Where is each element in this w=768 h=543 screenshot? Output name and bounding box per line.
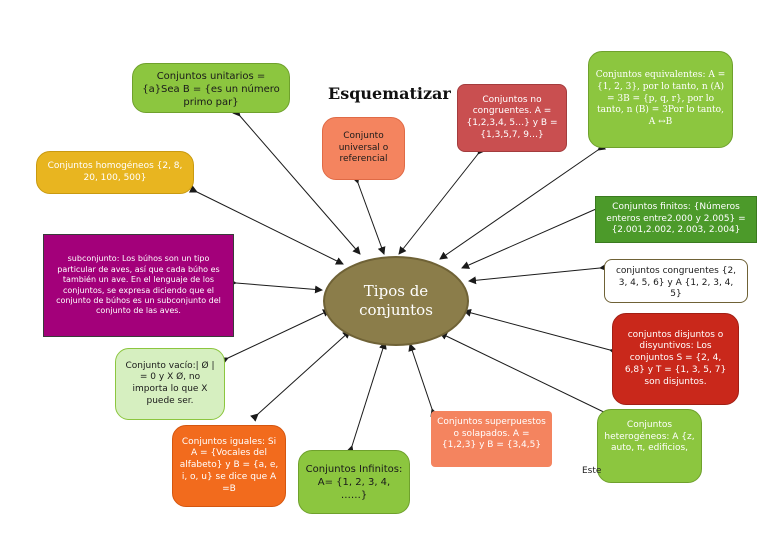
node-homogeneos: Conjuntos homogéneos {2, 8, 20, 100, 500… xyxy=(36,151,194,194)
node-universal-text: Conjunto universal o referencial xyxy=(338,130,389,165)
arrow-universal xyxy=(351,175,386,255)
node-unitarios-text: Conjuntos unitarios = {a}Sea B = {es un … xyxy=(142,71,280,108)
arrow-subconjunto xyxy=(228,278,323,294)
node-no-congruentes: Conjuntos no congruentes. A = {1,2,3,4, … xyxy=(457,84,567,152)
central-node-label: Tipos de conjuntos xyxy=(359,281,433,320)
node-solapados-text: Conjuntos superpuestos o solapados. A = … xyxy=(437,417,546,451)
arrow-no-congruentes xyxy=(398,146,486,255)
arrow-infinitos xyxy=(346,341,387,454)
arrow-solapados xyxy=(408,343,439,417)
node-subconjunto-text: subconjunto: Los búhos son un tipo parti… xyxy=(56,254,221,316)
node-unitarios: Conjuntos unitarios = {a}Sea B = {es un … xyxy=(132,63,290,113)
stray-text: Este xyxy=(582,466,602,476)
node-solapados: Conjuntos superpuestos o solapados. A = … xyxy=(431,411,552,467)
node-equivalentes-text: Conjuntos equivalentes: A = {1, 2, 3}, p… xyxy=(595,70,726,128)
node-equivalentes: Conjuntos equivalentes: A = {1, 2, 3}, p… xyxy=(588,51,733,148)
node-disjuntos: conjuntos disjuntos o disyuntivos: Los c… xyxy=(612,313,739,405)
diagram-title: Esquematizar xyxy=(328,84,451,103)
node-infinitos: Conjuntos Infinitos: A= {1, 2, 3, 4, ……} xyxy=(298,450,410,514)
node-vacio: Conjunto vacío:| Ø | = 0 y X Ø, no impor… xyxy=(115,348,225,420)
node-iguales-text: Conjuntos iguales: Si A = {Vocales del a… xyxy=(179,436,279,494)
node-universal: Conjunto universal o referencial xyxy=(322,117,405,180)
node-heterogeneos-text: Conjuntos heterogéneos: A {z, auto, π, e… xyxy=(604,420,695,454)
node-vacio-text: Conjunto vacío:| Ø | = 0 y X Ø, no impor… xyxy=(125,360,215,406)
node-finitos: Conjuntos finitos: {Números enteros entr… xyxy=(595,196,757,243)
arrow-homogeneos xyxy=(188,185,344,265)
node-finitos-text: Conjuntos finitos: {Números enteros entr… xyxy=(606,201,746,236)
arrow-vacio xyxy=(219,309,331,365)
arrow-disjuntos xyxy=(463,308,618,356)
node-congruentes-text: conjuntos congruentes {2, 3, 4, 5, 6} y … xyxy=(615,266,737,300)
node-heterogeneos: Conjuntos heterogéneos: A {z, auto, π, e… xyxy=(597,409,702,483)
node-subconjunto: subconjunto: Los búhos son un tipo parti… xyxy=(43,234,234,337)
node-iguales: Conjuntos iguales: Si A = {Vocales del a… xyxy=(172,425,286,507)
node-disjuntos-text: conjuntos disjuntos o disyuntivos: Los c… xyxy=(624,329,727,387)
node-homogeneos-text: Conjuntos homogéneos {2, 8, 20, 100, 500… xyxy=(47,160,183,183)
central-node: Tipos de conjuntos xyxy=(323,256,469,346)
node-infinitos-text: Conjuntos Infinitos: A= {1, 2, 3, 4, ……} xyxy=(305,463,403,501)
arrow-heterogeneos xyxy=(439,332,621,423)
arrow-iguales xyxy=(250,330,351,422)
arrow-congruentes xyxy=(468,263,608,285)
arrow-finitos xyxy=(461,202,605,269)
node-no-congruentes-text: Conjuntos no congruentes. A = {1,2,3,4, … xyxy=(466,94,558,140)
node-congruentes: conjuntos congruentes {2, 3, 4, 5, 6} y … xyxy=(604,259,748,303)
